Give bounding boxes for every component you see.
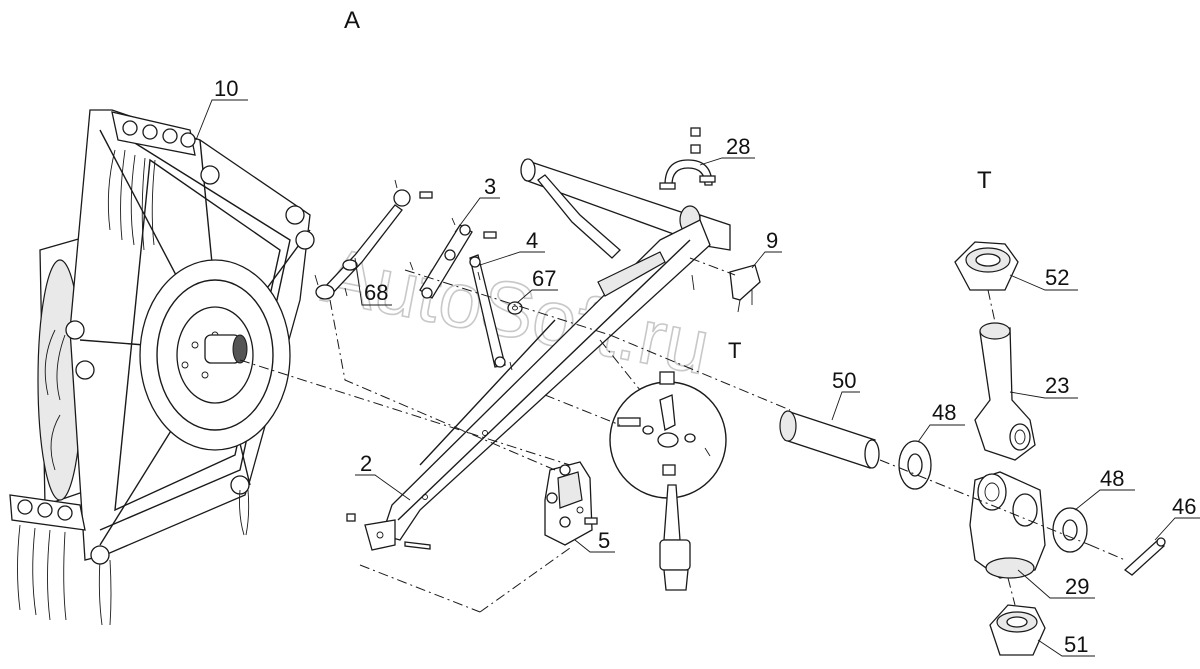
callout-3: 3: [484, 174, 496, 199]
leader-68: [354, 257, 392, 306]
leader-52: [1009, 274, 1078, 291]
washer-48-a: [898, 440, 932, 490]
callout-48b: 48: [1100, 466, 1124, 491]
view-label-t: T: [977, 167, 992, 194]
callout-48a: 48: [932, 400, 956, 425]
fork-29: [969, 471, 1046, 579]
frame-2: [346, 158, 731, 551]
leader-46: [1154, 517, 1200, 541]
callout-23: 23: [1045, 373, 1069, 398]
leader-48b: [1074, 489, 1135, 511]
callout-46: 46: [1172, 494, 1196, 519]
bracket-5: [544, 461, 598, 546]
callout-50: 50: [832, 368, 856, 393]
clamp-28: [659, 127, 716, 190]
leader-51: [1037, 639, 1095, 657]
detail-circle-t: [609, 371, 727, 591]
leader-50: [831, 391, 860, 421]
bracket-9: [729, 264, 761, 313]
callout-29: 29: [1065, 574, 1089, 599]
callout-67: 67: [532, 266, 556, 291]
leader-29: [1017, 569, 1095, 599]
leader-4: [479, 251, 545, 266]
callout-28: 28: [726, 134, 750, 159]
pin-50: [779, 410, 880, 469]
washer-48-b: [1052, 507, 1088, 553]
leader-48a: [917, 424, 965, 443]
callout-5: 5: [598, 528, 610, 553]
leader-3: [454, 197, 500, 233]
callout-51: 51: [1064, 632, 1088, 657]
callout-2: 2: [360, 451, 372, 476]
callout-68: 68: [364, 280, 388, 305]
nut-52: [954, 241, 1019, 291]
leader-23: [1009, 391, 1078, 399]
callout-t-detail: T: [728, 338, 741, 363]
leader-5: [574, 539, 615, 553]
callout-4: 4: [526, 228, 538, 253]
assembly-centerlines: [239, 257, 1126, 613]
leader-28: [699, 157, 755, 166]
linkage-parts: [314, 179, 523, 371]
leader-9: [751, 251, 782, 269]
callout-10: 10: [214, 76, 238, 101]
leader-10: [195, 99, 248, 141]
leader-67: [516, 289, 558, 304]
callout-9: 9: [766, 228, 778, 253]
cotter-pin-46: [1123, 537, 1166, 576]
rotor-assembly-10: [9, 109, 315, 626]
callout-52: 52: [1045, 265, 1069, 290]
leader-2: [355, 474, 411, 501]
view-label-a: A: [344, 7, 360, 34]
eye-rod-23: [974, 322, 1036, 461]
nut-51: [989, 604, 1046, 656]
